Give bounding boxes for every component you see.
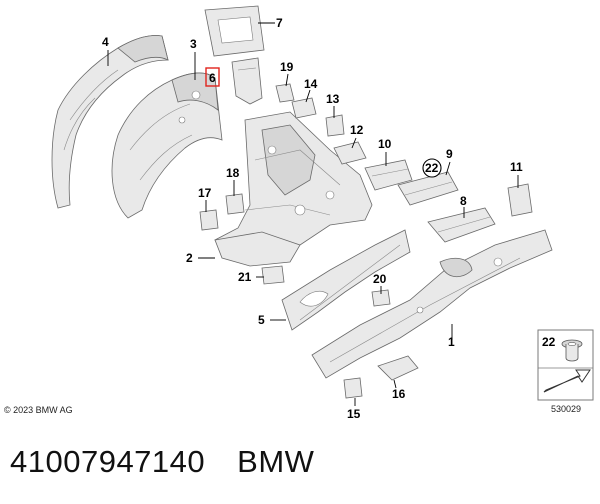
- callout-20: 20: [373, 272, 387, 286]
- callout-15: 15: [347, 407, 361, 421]
- part-3-wheel-house-inner: [111, 72, 223, 219]
- callout-18: 18: [226, 166, 240, 180]
- part-8-cross-member: [427, 207, 496, 243]
- callout-6-highlight-box: [205, 67, 220, 87]
- callout-10: 10: [378, 137, 392, 151]
- callout-22-inline: 22: [425, 161, 439, 175]
- callout-9: 9: [446, 147, 453, 161]
- callout-1: 1: [448, 335, 455, 349]
- part-15-bracket: [343, 377, 363, 399]
- callout-14: 14: [304, 77, 318, 91]
- part-1-rear-rail: [311, 229, 553, 379]
- footer: 41007947140 BMW: [10, 444, 314, 484]
- part-14-bracket: [291, 97, 317, 119]
- part-17-bracket: [199, 209, 219, 231]
- callout-13: 13: [326, 92, 340, 106]
- part-4-wheel-arch-outer: [51, 35, 169, 209]
- part-21-bracket: [261, 265, 285, 285]
- part-20-bracket: [371, 289, 391, 307]
- part-5-longitudinal-member: [281, 229, 411, 331]
- callout-4: 4: [102, 35, 109, 49]
- part-19-bracket: [275, 83, 295, 103]
- callout-3: 3: [190, 37, 197, 51]
- callout-19: 19: [280, 60, 294, 74]
- legend-label-22: 22: [542, 335, 556, 349]
- copyright-text: © 2023 BMW AG: [4, 405, 73, 415]
- part-18-bracket: [225, 193, 245, 215]
- arrow-icon: [543, 369, 591, 393]
- callout-17: 17: [198, 186, 212, 200]
- callout-5: 5: [258, 313, 265, 327]
- legend-graphics: 22: [537, 329, 594, 401]
- callout-7: 7: [276, 16, 283, 30]
- callout-22-circle: [422, 158, 442, 178]
- part-2-floor-section: [214, 231, 301, 267]
- brand-name: BMW: [237, 444, 315, 479]
- parts-diagram: 4 3 7 6 19 14 13 12 10 22 9 11 8 17 18 2…: [51, 5, 594, 421]
- part-6-bracket: [231, 57, 263, 105]
- part-12-bracket: [333, 141, 367, 165]
- rivet-nut-icon: [561, 339, 583, 362]
- part-13-bracket: [325, 114, 345, 137]
- callout-21: 21: [238, 270, 252, 284]
- callout-2: 2: [186, 251, 193, 265]
- callout-16: 16: [392, 387, 406, 401]
- callout-12: 12: [350, 123, 364, 137]
- callout-8: 8: [460, 194, 467, 208]
- leader-lines: [107, 22, 519, 406]
- part-10-cross-member: [364, 159, 413, 191]
- rear-frame-assembly: [214, 111, 373, 256]
- part-7-panel: [204, 5, 265, 57]
- part-number: 41007947140: [10, 444, 206, 479]
- image-number: 530029: [551, 404, 582, 414]
- callout-labels: 4 3 7 6 19 14 13 12 10 22 9 11 8 17 18 2…: [102, 16, 523, 421]
- callout-6: 6: [209, 71, 216, 85]
- part-11-bracket: [507, 183, 533, 217]
- part-16-bracket: [377, 355, 419, 381]
- callout-11: 11: [510, 160, 523, 174]
